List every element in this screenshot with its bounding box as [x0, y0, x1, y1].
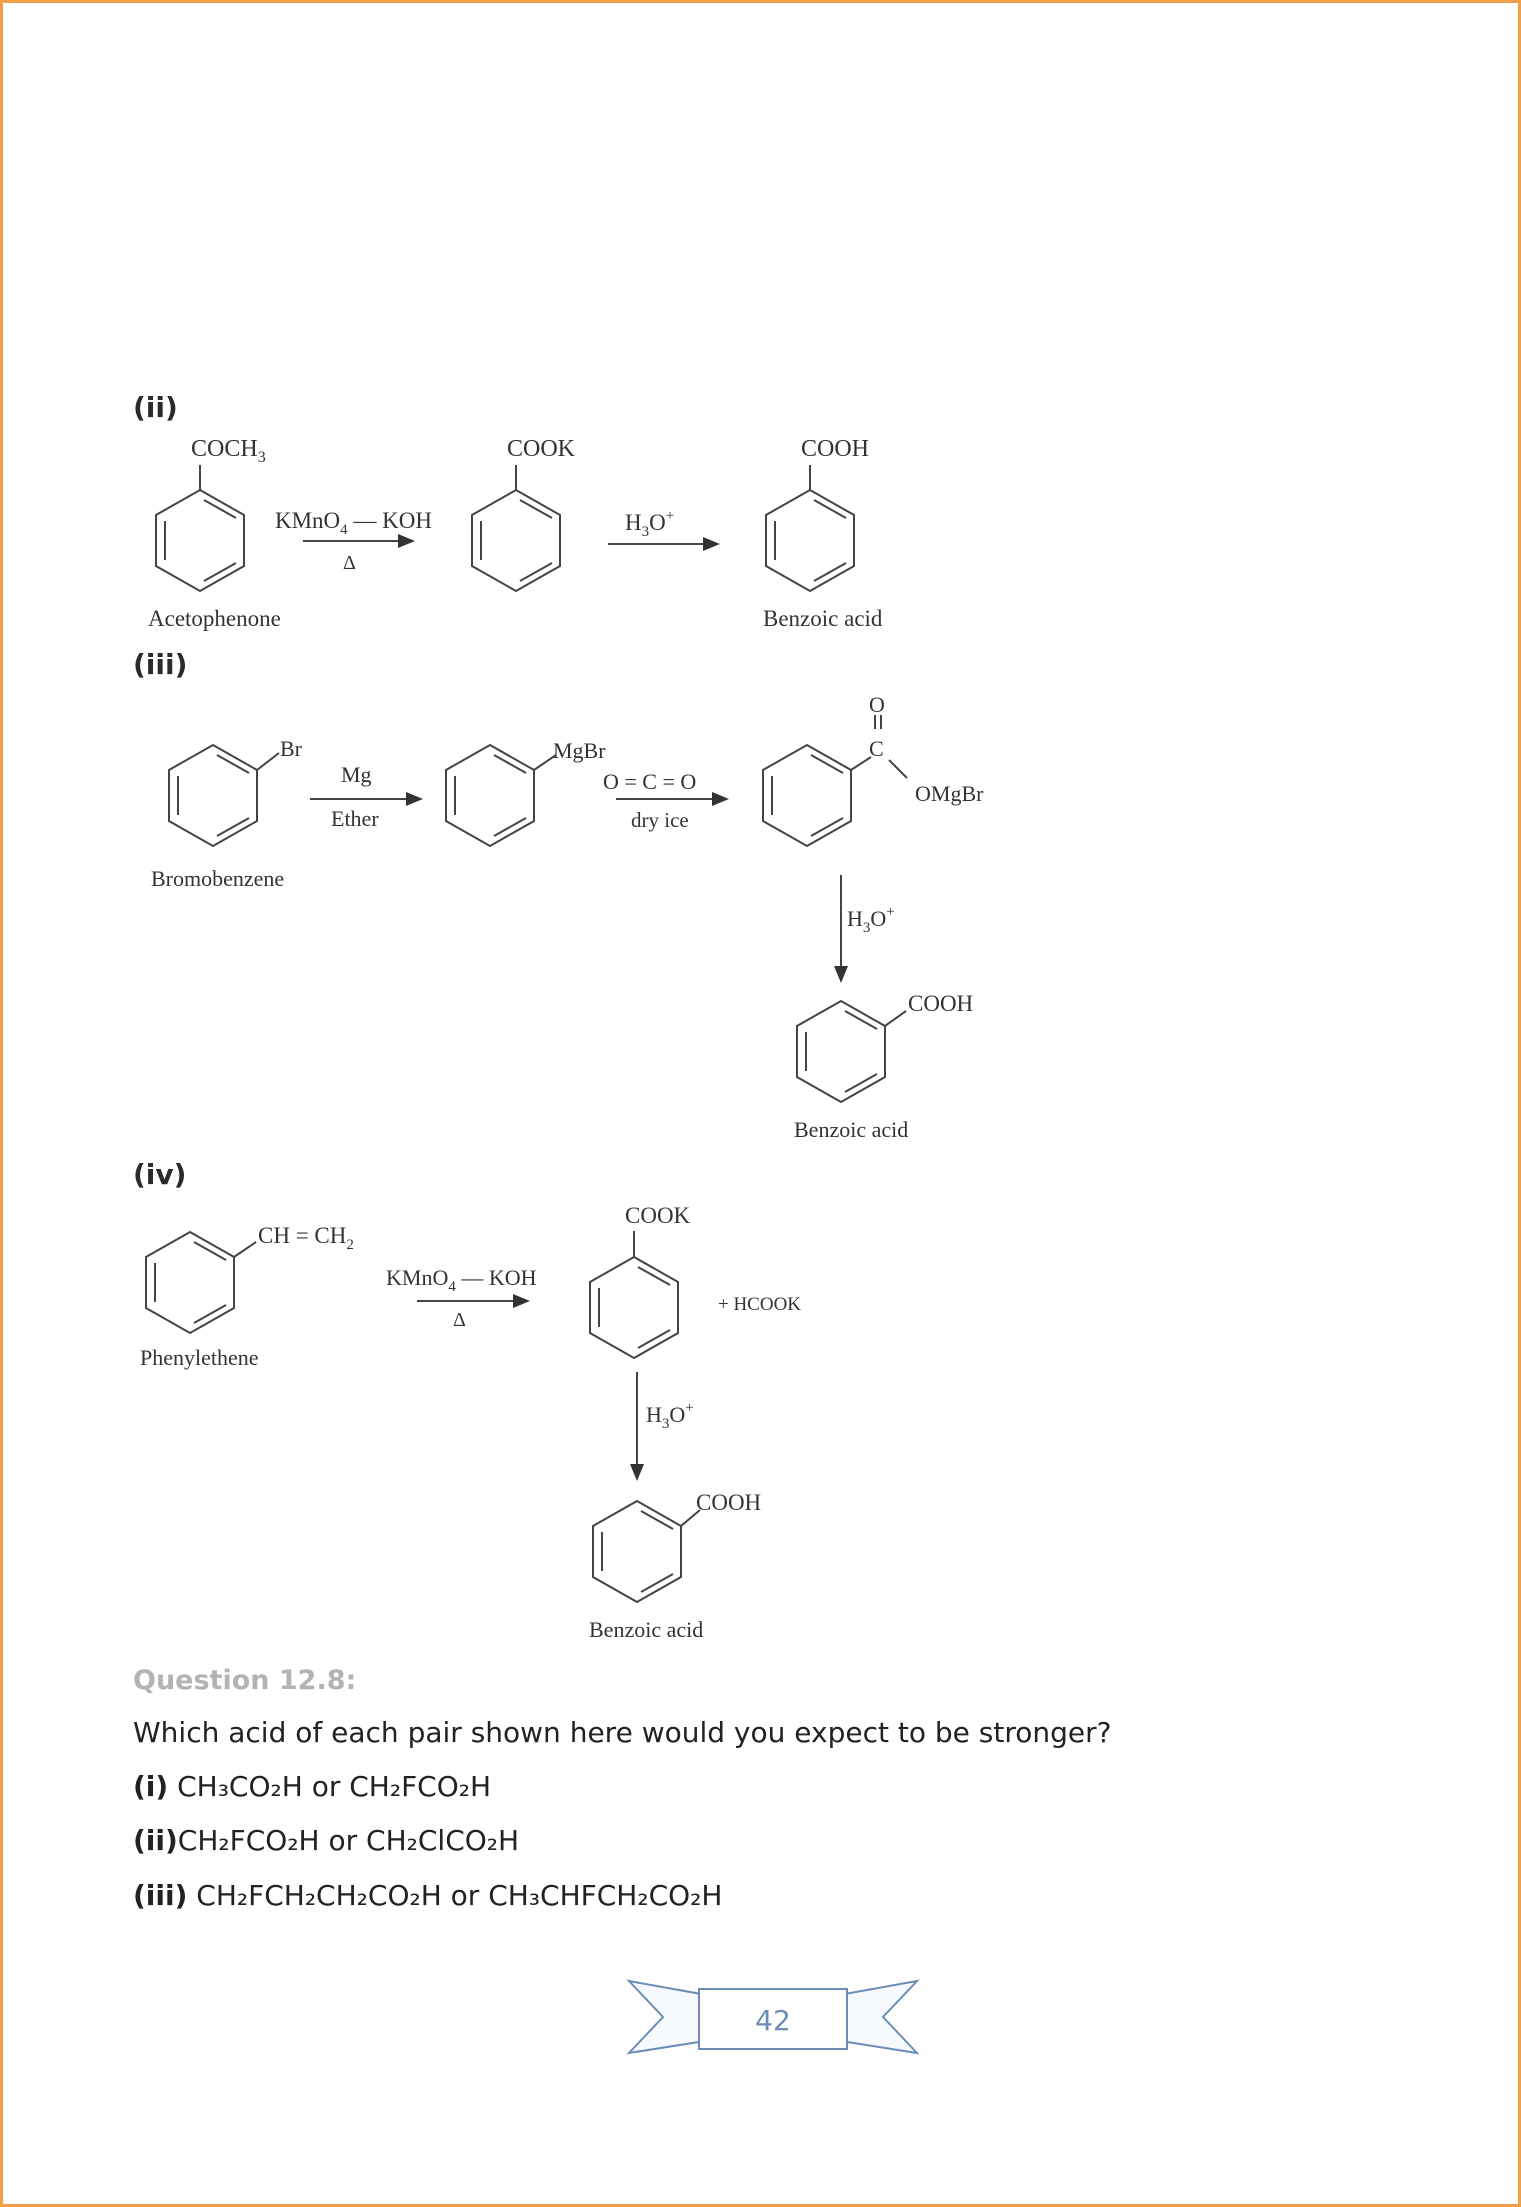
arrow-head: [398, 534, 415, 548]
question-item: (iii) CH₂FCH₂CH₂CO₂H or CH₃CHFCH₂CO₂H: [133, 1879, 722, 1912]
compound-name-benzoic-acid: Benzoic acid: [589, 1617, 703, 1642]
reagent-mg: Mg: [341, 762, 372, 787]
reaction-scheme-iii: Br Mg Ether MgBr O = C = O dry ice: [151, 692, 984, 1142]
substituent-cooh: COOH: [908, 991, 973, 1016]
benzene-ring: [765, 465, 855, 593]
byproduct-hcook: + HCOOK: [718, 1294, 801, 1315]
carbonyl-carbon: C: [869, 736, 884, 761]
arrow-head: [630, 1464, 644, 1481]
substituent-vinyl: CH = CH2: [258, 1223, 354, 1253]
benzene-ring: [796, 999, 907, 1104]
reagent-h3o: H3O+: [625, 508, 674, 540]
reagent-ether: Ether: [331, 806, 379, 831]
item-label: (iii): [133, 1879, 188, 1912]
item-label: (ii): [133, 1824, 178, 1857]
compound-name-acetophenone: Acetophenone: [148, 606, 281, 631]
reagent-kmno4-koh: KMnO4 — KOH: [275, 508, 432, 538]
reagent-h3o: H3O+: [847, 904, 895, 936]
benzene-ring: [145, 1230, 257, 1335]
reagent-h3o: H3O+: [646, 1400, 694, 1432]
arrow-head: [834, 966, 848, 983]
substituent-br: Br: [280, 736, 303, 761]
substituent-cooh: COOH: [801, 436, 869, 462]
question-item: (ii)CH₂FCO₂H or CH₂ClCO₂H: [133, 1824, 519, 1857]
arrow-head: [703, 537, 720, 551]
arrow-head: [406, 792, 423, 806]
reagent-heat: Δ: [343, 552, 356, 574]
benzene-ring: [471, 465, 561, 593]
carbonyl-oxygen: O: [869, 692, 885, 717]
benzene-ring: [589, 1231, 679, 1360]
benzene-ring: [155, 465, 245, 593]
section-label-ii: (ii): [133, 391, 178, 424]
question-prompt: Which acid of each pair shown here would…: [133, 1716, 1112, 1749]
item-text: CH₃CO₂H or CH₂FCO₂H: [168, 1770, 492, 1803]
benzene-ring: [592, 1499, 701, 1604]
section-label-iv: (iv): [133, 1158, 187, 1191]
substituent-cook: COOK: [625, 1203, 691, 1228]
reaction-scheme-ii: COCH3 KMnO4 — KOH Δ COOK H3O+ COOH Aceto…: [148, 436, 883, 631]
substituent-mgbr: MgBr: [553, 738, 606, 763]
arrow-head: [712, 792, 729, 806]
substituent-cook: COOK: [507, 436, 576, 462]
reagent-dry-ice: dry ice: [631, 808, 689, 832]
reagent-co2: O = C = O: [603, 769, 696, 794]
arrow-head: [513, 1294, 530, 1308]
compound-name-benzoic-acid: Benzoic acid: [763, 606, 883, 631]
question-title: Question 12.8:: [133, 1665, 357, 1696]
page-number: 42: [755, 2004, 791, 2037]
question-item: (i) CH₃CO₂H or CH₂FCO₂H: [133, 1770, 491, 1803]
item-label: (i): [133, 1770, 169, 1803]
benzene-ring: [762, 715, 908, 848]
reagent-heat: Δ: [453, 1309, 466, 1331]
substituent-coch3: COCH3: [191, 436, 266, 466]
compound-name-bromobenzene: Bromobenzene: [151, 866, 284, 891]
benzene-ring: [445, 743, 557, 848]
item-text: CH₂FCH₂CH₂CO₂H or CH₃CHFCH₂CO₂H: [187, 1879, 723, 1912]
reagent-kmno4-koh: KMnO4 — KOH: [386, 1265, 537, 1295]
section-label-iii: (iii): [133, 648, 188, 681]
item-text: CH₂FCO₂H or CH₂ClCO₂H: [177, 1824, 520, 1857]
reaction-scheme-iv: CH = CH2 KMnO4 — KOH Δ COOK + HCOOK H3O+…: [140, 1203, 801, 1642]
substituent-omgbr: OMgBr: [915, 781, 984, 806]
page-number-banner: 42: [626, 1979, 920, 2055]
substituent-cooh: COOH: [696, 1490, 761, 1515]
compound-name-phenylethene: Phenylethene: [140, 1345, 259, 1370]
compound-name-benzoic-acid: Benzoic acid: [794, 1117, 908, 1142]
benzene-ring: [168, 743, 280, 848]
